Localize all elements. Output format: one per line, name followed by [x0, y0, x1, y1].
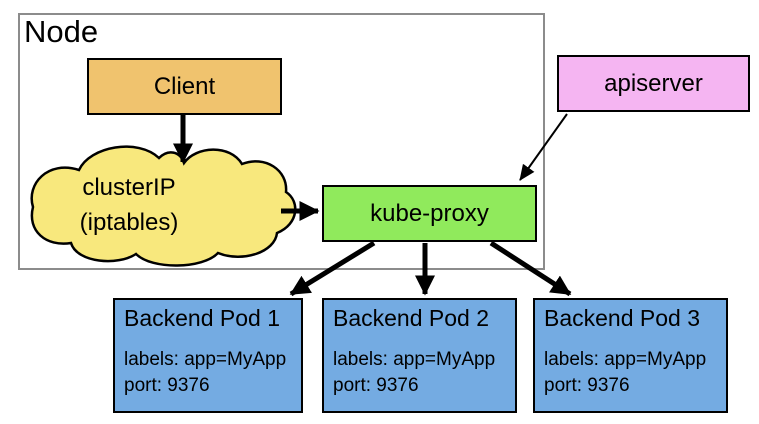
node-label: Node [24, 14, 99, 49]
kube-proxy-box: kube-proxy [322, 185, 537, 242]
clusterip-label-line1: clusterIP [82, 174, 176, 201]
pod-title: Backend Pod 3 [544, 305, 701, 331]
pod-title: Backend Pod 2 [333, 305, 490, 331]
apiserver-label: apiserver [604, 69, 703, 97]
clusterip-label: clusterIP (iptables) [49, 170, 209, 240]
pod-title: Backend Pod 1 [124, 305, 281, 331]
pod-port: port: 9376 [124, 375, 210, 396]
client-box: Client [87, 58, 282, 115]
backend-pod-2: Backend Pod 2 labels: app=MyApp port: 93… [322, 298, 517, 413]
backend-pod-3: Backend Pod 3 labels: app=MyApp port: 93… [533, 298, 728, 413]
pod-labels: labels: app=MyApp [124, 349, 287, 370]
backend-pod-1: Backend Pod 1 labels: app=MyApp port: 93… [113, 298, 303, 413]
client-label: Client [153, 72, 216, 100]
apiserver-box: apiserver [557, 55, 750, 112]
kube-proxy-label: kube-proxy [370, 199, 489, 227]
pod-port: port: 9376 [333, 375, 419, 396]
pod-port: port: 9376 [544, 375, 630, 396]
pod-labels: labels: app=MyApp [333, 349, 496, 370]
pod-labels: labels: app=MyApp [544, 349, 707, 370]
clusterip-label-line2: (iptables) [79, 209, 179, 236]
